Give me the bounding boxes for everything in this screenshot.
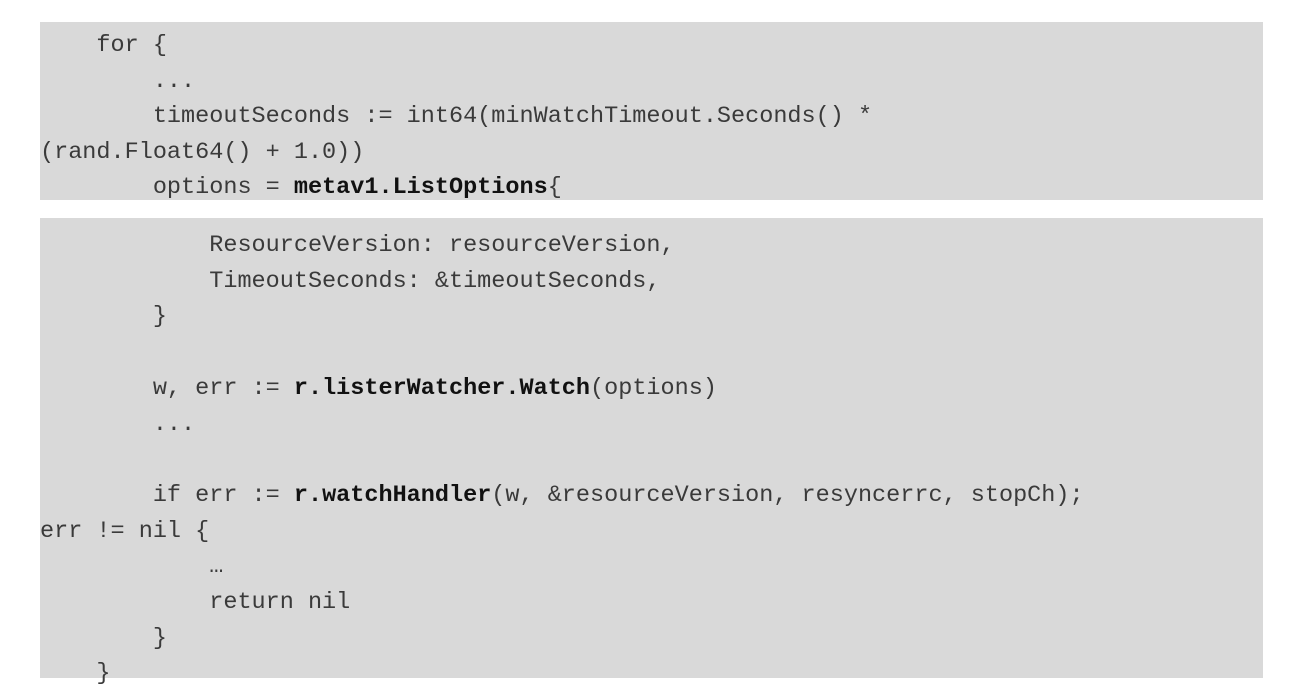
code-indent: [40, 174, 153, 201]
code-token: ResourceVersion: resourceVersion,: [209, 232, 675, 259]
code-indent: [40, 375, 153, 402]
code-line: if err := r.watchHandler(w, &resourceVer…: [40, 478, 1084, 514]
code-line: w, err := r.listerWatcher.Watch(options): [40, 371, 717, 407]
code-line: (rand.Float64() + 1.0)): [40, 135, 364, 171]
code-token: }: [96, 660, 111, 688]
code-token: TimeoutSeconds: &timeoutSeconds,: [209, 267, 661, 295]
code-line: timeoutSeconds := int64(minWatchTimeout.…: [40, 99, 872, 135]
code-token-bold: r.listerWatcher.Watch: [293, 374, 591, 402]
code-line: ...: [40, 64, 195, 100]
code-token: (w, &resourceVersion, resyncerrc, stopCh…: [491, 481, 1084, 509]
code-indent: [40, 268, 209, 295]
code-line: options = metav1.ListOptions{: [40, 170, 562, 206]
code-line: }: [40, 621, 167, 657]
code-line: …: [40, 549, 223, 585]
code-token: for {: [96, 32, 167, 59]
code-block-1: for { ... timeoutSeconds := int64(minWat…: [40, 22, 1263, 201]
code-indent: [40, 625, 153, 652]
code-line: ...: [40, 407, 195, 443]
code-indent: [40, 553, 209, 580]
code-token: options =: [152, 174, 294, 201]
code-token-bold: r.watchHandler: [293, 481, 492, 509]
code-token: ...: [152, 410, 196, 438]
code-token: }: [152, 624, 167, 652]
code-line: ResourceVersion: resourceVersion,: [40, 228, 675, 264]
code-token: timeoutSeconds := int64(minWatchTimeout.…: [152, 103, 873, 130]
code-indent: [40, 103, 153, 130]
code-line: err != nil {: [40, 514, 209, 550]
code-indent: [40, 303, 153, 330]
code-token: err != nil {: [40, 517, 210, 545]
code-indent: [40, 232, 209, 259]
code-token: …: [209, 553, 224, 581]
code-token: ...: [152, 67, 196, 95]
code-line: for {: [40, 28, 167, 64]
code-token: }: [152, 303, 167, 331]
code-indent: [40, 660, 96, 687]
code-block-2: ResourceVersion: resourceVersion, Timeou…: [40, 218, 1263, 687]
code-token-bold: metav1.ListOptions: [293, 174, 548, 201]
code-token: {: [547, 174, 562, 201]
code-line: return nil: [40, 585, 350, 621]
code-line: }: [40, 656, 111, 692]
code-indent: [40, 482, 153, 509]
code-indent: [40, 589, 209, 616]
code-token: (rand.Float64() + 1.0)): [40, 138, 365, 166]
code-indent: [40, 68, 153, 95]
code-token: return nil: [209, 589, 351, 616]
code-indent: [40, 411, 153, 438]
code-line: }: [40, 299, 167, 335]
code-indent: [40, 32, 96, 59]
code-token: w, err :=: [152, 374, 294, 402]
code-line: TimeoutSeconds: &timeoutSeconds,: [40, 264, 661, 300]
code-token: (options): [590, 374, 717, 402]
code-token: if err :=: [152, 481, 294, 509]
